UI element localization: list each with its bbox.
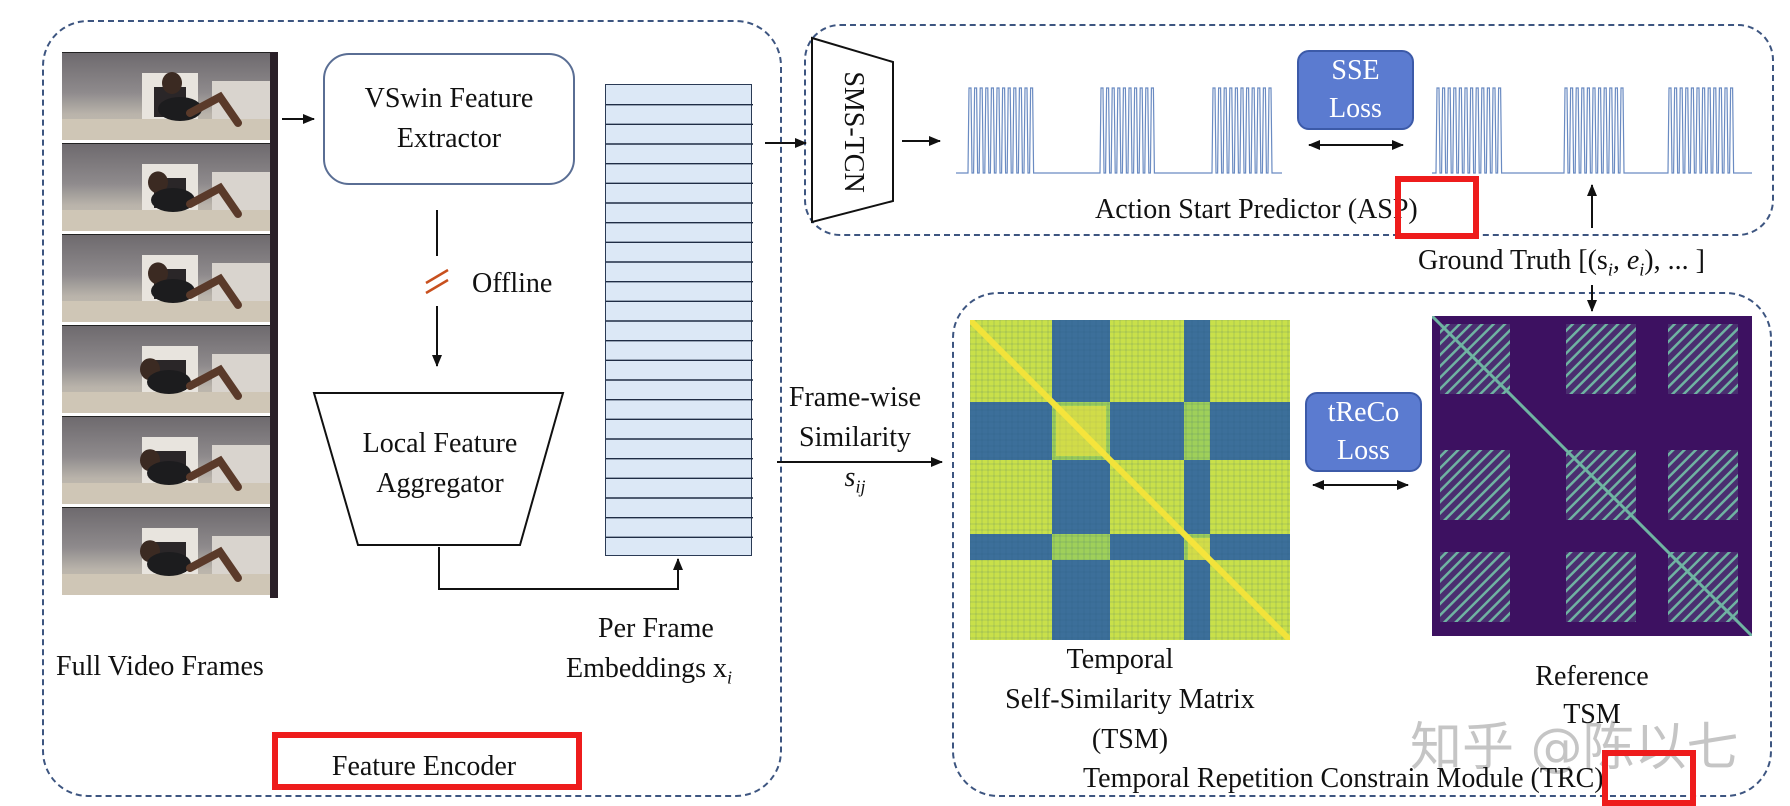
aggregator-label-line1: Local Feature	[362, 428, 518, 459]
frames-edge	[270, 52, 278, 598]
reference-diagonal	[1432, 316, 1752, 636]
per-frame-embeddings	[605, 84, 753, 556]
reference-block	[1668, 324, 1738, 394]
signal-trace	[956, 87, 1282, 174]
frame-wise-similarity-label: Frame-wise Similarity sij	[780, 378, 930, 507]
reference-label-line2: TSM	[1563, 699, 1621, 730]
aggregator-to-embeddings-arrow	[438, 547, 683, 590]
treco-loss-line2: Loss	[1337, 435, 1390, 466]
embeddings-label-line2: Embeddings xi	[566, 652, 732, 695]
asp-panel	[804, 24, 1774, 236]
reference-block	[1566, 324, 1636, 394]
treco-loss-box: tReCo Loss	[1305, 392, 1422, 472]
video-frame	[62, 325, 278, 413]
reference-block	[1440, 552, 1510, 622]
embeddings-label-text: Embeddings x	[566, 653, 727, 684]
embeddings-label-line1: Per Frame	[598, 613, 714, 644]
sse-loss-line1: SSE	[1331, 55, 1380, 86]
frame-scene	[62, 528, 278, 595]
sms-tcn-shape	[811, 36, 894, 224]
break-icon	[425, 268, 449, 295]
asp-title-abbr: (ASP)	[1347, 194, 1418, 225]
vswin-label-line1: VSwin Feature	[364, 83, 534, 114]
full-video-frames-label: Full Video Frames	[56, 651, 264, 682]
video-frame	[62, 416, 278, 504]
frame-scene	[62, 255, 278, 322]
aggregator-shape	[312, 392, 565, 546]
treco-loss-line1: tReCo	[1327, 397, 1400, 428]
vswin-feature-extractor: VSwin Feature Extractor	[323, 53, 575, 185]
ground-truth-text: Ground Truth [(s	[1418, 245, 1608, 276]
gt-sub-s: i	[1607, 259, 1613, 280]
gt-sub-e: i	[1639, 259, 1645, 280]
tsm-label-line3: (TSM)	[1091, 724, 1169, 755]
sse-loss-box: SSE Loss	[1297, 50, 1414, 130]
embedding-rows	[606, 104, 753, 538]
tsm-label: Temporal Self-Similarity Matrix (TSM)	[985, 640, 1275, 760]
reference-heatmap	[1432, 316, 1752, 636]
tsm-label-line1: Temporal	[1066, 644, 1174, 675]
ground-truth-label: Ground Truth [(si, ei), ... ]	[1418, 244, 1705, 287]
similarity-line3: sij	[780, 458, 930, 507]
feature-encoder-title: Feature Encoder	[331, 751, 517, 782]
feature-encoder-panel	[42, 20, 782, 797]
tsm-heatmap	[970, 320, 1290, 640]
reference-label: Reference TSM	[1497, 658, 1687, 734]
reference-label-line1: Reference	[1535, 661, 1649, 692]
reference-block	[1440, 450, 1510, 520]
similarity-line1: Frame-wise	[788, 382, 922, 413]
video-frame	[62, 507, 278, 595]
frame-scene	[62, 346, 278, 413]
trc-title-text: Temporal Repetition Constrain Module	[1083, 763, 1531, 794]
offline-label: Offline	[472, 268, 553, 299]
embeddings-subscript: i	[727, 667, 733, 688]
sse-loss-line2: Loss	[1329, 93, 1382, 124]
feature-encoder-highlight	[272, 732, 582, 790]
aggregator-label-line2: Aggregator	[376, 468, 504, 499]
tsm-diagonal	[970, 320, 1290, 640]
reference-block	[1566, 552, 1636, 622]
signal-trace	[1432, 87, 1752, 174]
asp-highlight	[1395, 176, 1479, 239]
reference-block	[1668, 450, 1738, 520]
trc-highlight	[1602, 750, 1696, 806]
vswin-label-line2: Extractor	[396, 123, 502, 154]
tsm-matrix	[970, 320, 1290, 640]
frame-scene	[62, 164, 278, 231]
frame-scene	[62, 437, 278, 504]
tsm-label-line2: Self-Similarity Matrix	[1005, 684, 1255, 715]
trc-title: Temporal Repetition Constrain Module (TR…	[1083, 762, 1604, 796]
watermark: 知乎 @陈以七	[1410, 718, 1739, 778]
asp-title-text: Action Start Predictor	[1095, 194, 1348, 225]
video-frame	[62, 234, 278, 322]
trc-panel	[952, 292, 1772, 797]
ground-truth-end: ), ... ]	[1644, 245, 1705, 276]
similarity-subscript: ij	[855, 476, 866, 497]
video-frame	[62, 143, 278, 231]
trc-title-abbr: (TRC)	[1530, 763, 1604, 794]
asp-title: Action Start Predictor (ASP)	[1095, 193, 1418, 227]
reference-tsm-matrix	[1432, 316, 1752, 636]
aggregator-label: Local Feature Aggregator	[340, 424, 540, 504]
ground-truth-mid: , e	[1612, 245, 1640, 276]
frame-scene	[62, 72, 278, 140]
similarity-symbol: s	[844, 462, 856, 493]
similarity-line2: Similarity	[799, 422, 911, 453]
video-frame	[62, 52, 278, 140]
